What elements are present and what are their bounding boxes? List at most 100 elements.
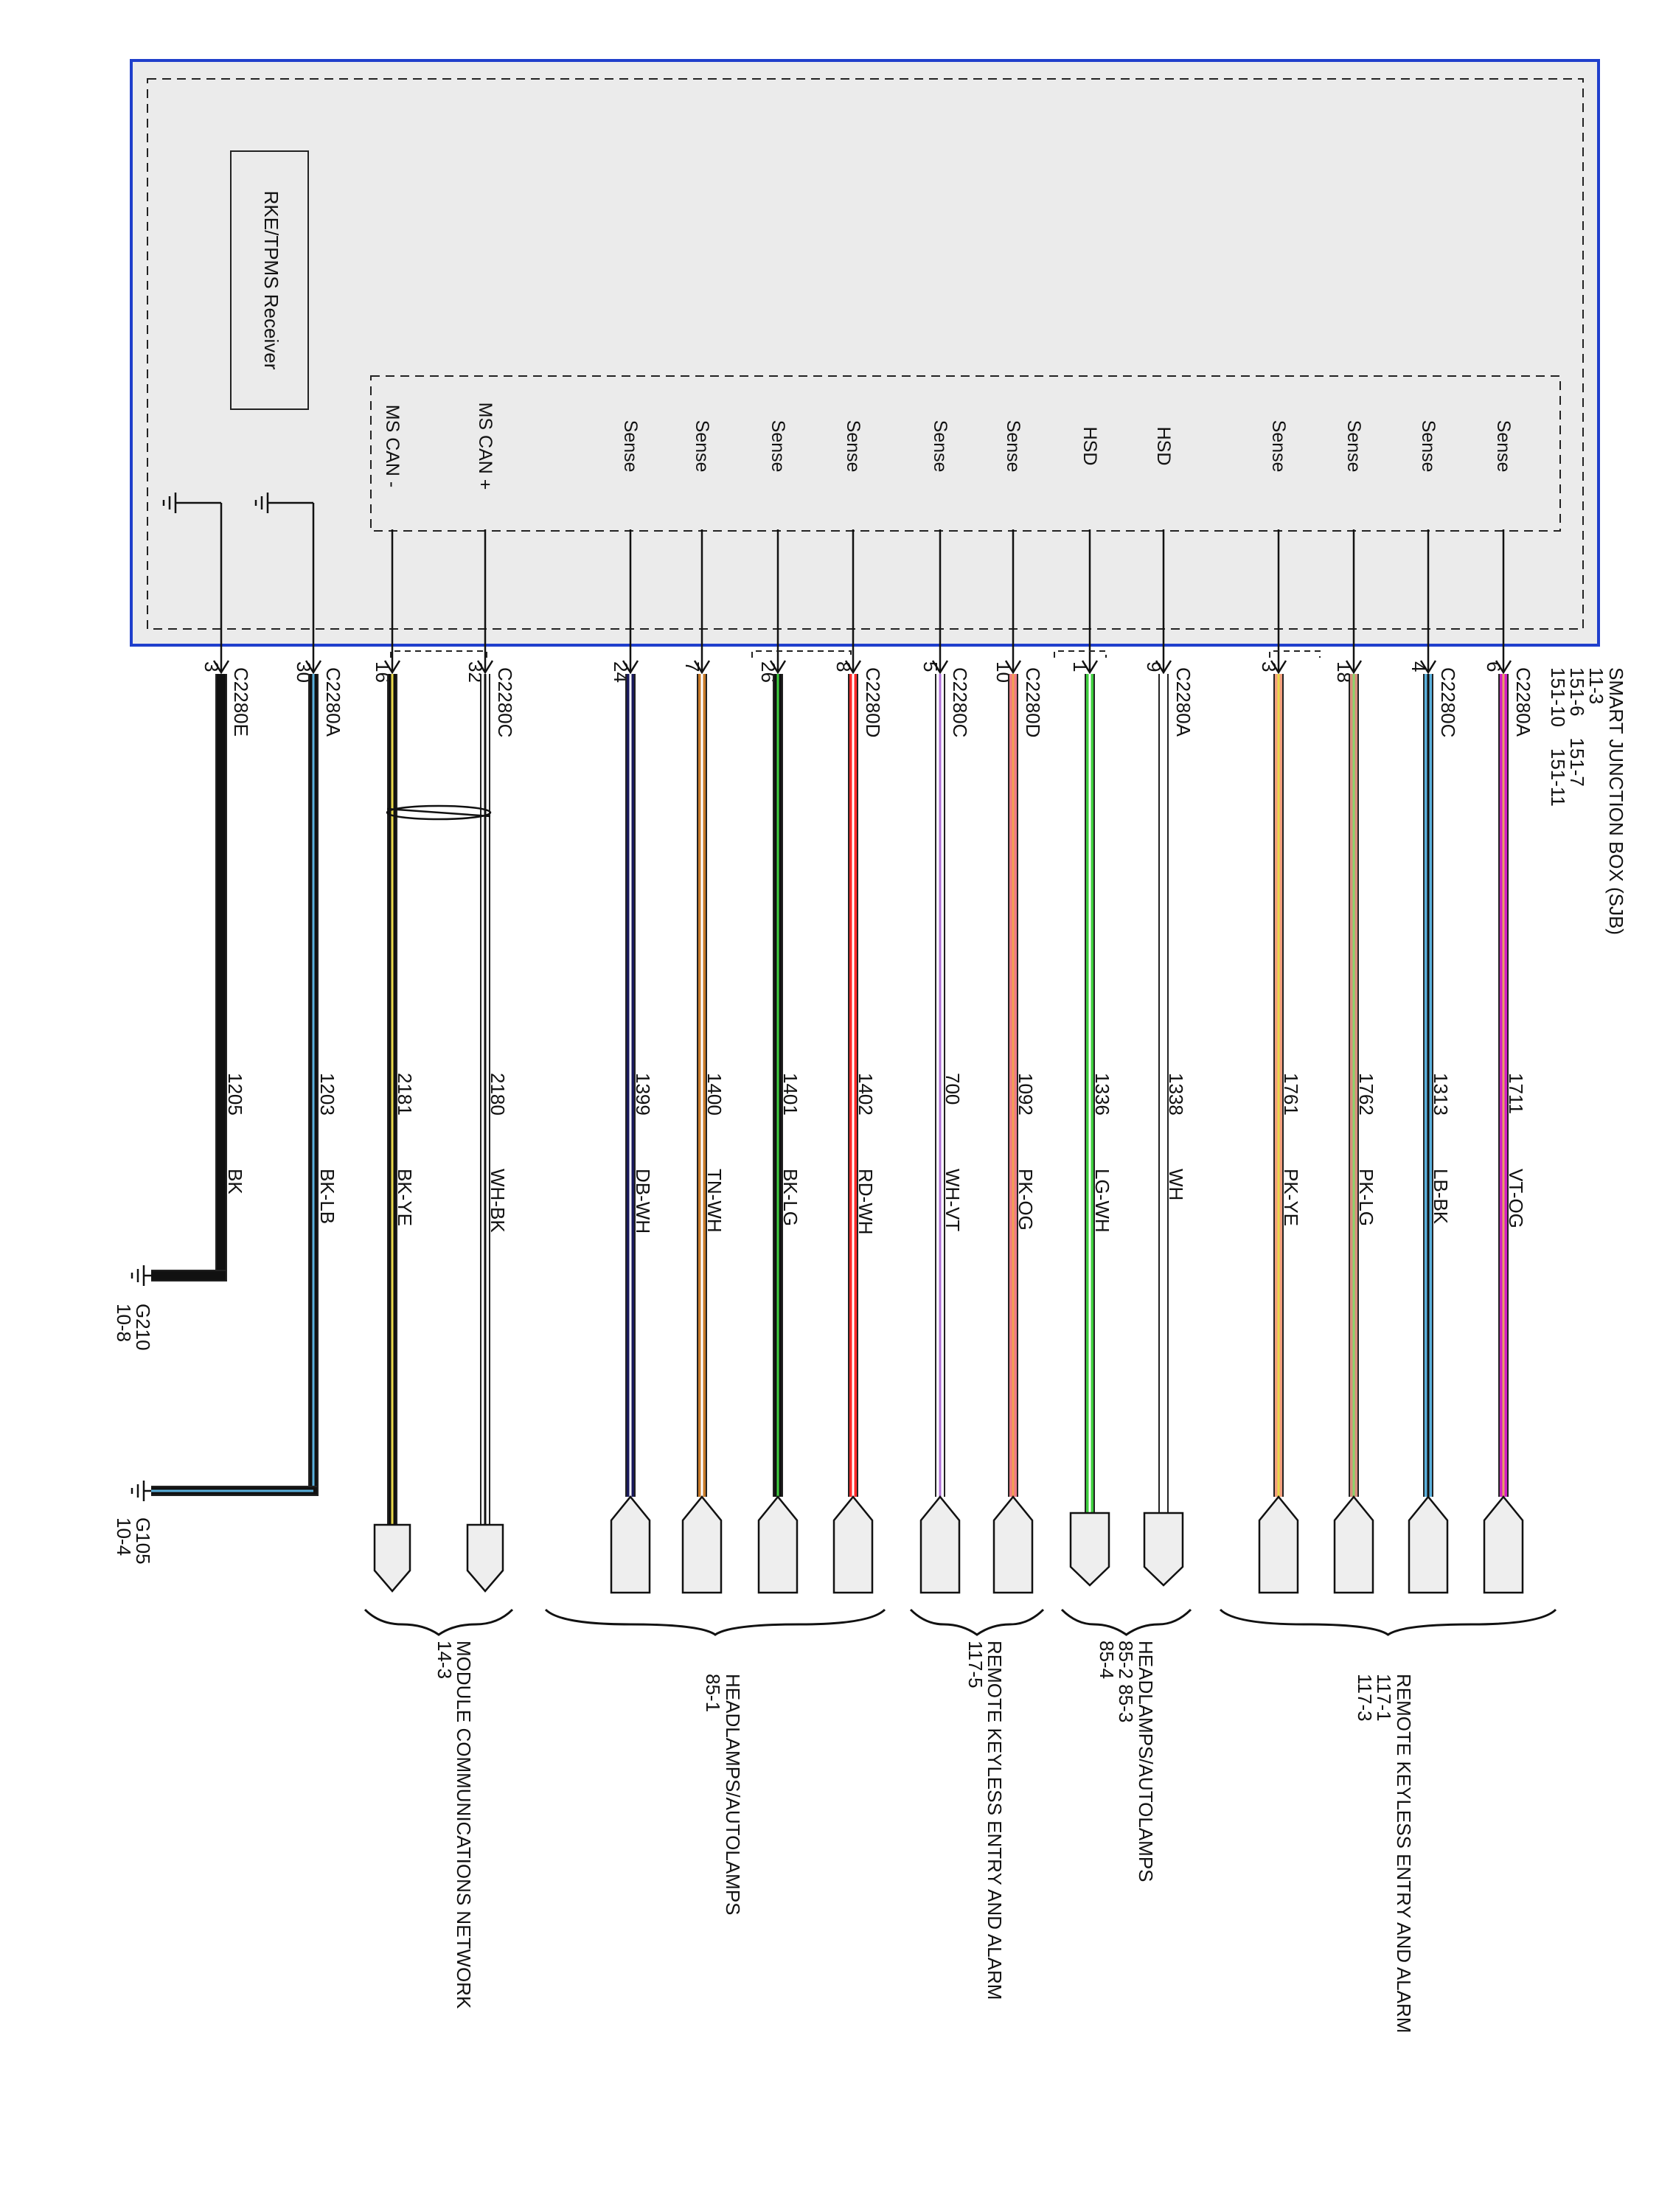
destination-ref: 85-1 (702, 1674, 724, 1712)
connector-label: C2280C (949, 667, 971, 737)
destination-title: MODULE COMMUNICATIONS NETWORK (453, 1641, 475, 2009)
pin-number: 4 (1408, 661, 1430, 672)
circuit-number: 1711 (1505, 1073, 1527, 1114)
circuit-number: 1203 (316, 1073, 338, 1116)
wire (215, 674, 227, 1276)
ground-label: G105 (132, 1517, 154, 1565)
module-outline (130, 59, 1600, 647)
color-code: BK-LB (316, 1169, 338, 1224)
pin-label: HSD (1153, 427, 1174, 466)
pin-label: Sense (843, 420, 863, 473)
wire (1349, 674, 1359, 1497)
connector-group-bracket (751, 650, 852, 658)
terminal-symbol (1408, 1495, 1449, 1594)
circuit-number: 2180 (487, 1073, 509, 1116)
wire (935, 674, 945, 1497)
brace (1060, 1608, 1192, 1636)
terminal-symbol (1258, 1495, 1299, 1594)
terminal-symbol (681, 1495, 723, 1594)
pin-label: Sense (1003, 420, 1023, 473)
pin-number: 9 (1143, 661, 1165, 672)
wire (387, 674, 397, 1525)
brace (909, 1608, 1045, 1636)
destination-ref: 117-5 (964, 1641, 987, 1688)
destination-title: REMOTE KEYLESS ENTRY AND ALARM (984, 1641, 1006, 2000)
circuit-number: 1092 (1015, 1073, 1037, 1116)
wire (773, 674, 783, 1497)
circuit-number: 1762 (1355, 1073, 1377, 1116)
wires: SenseC2280A61711VT-OGSenseC2280C41313LB-… (372, 403, 1534, 1594)
circuit-number: 1761 (1280, 1073, 1302, 1116)
wire (1423, 674, 1433, 1497)
ground-label: G210 (132, 1304, 154, 1351)
pin-label: Sense (1268, 420, 1289, 473)
destination-title: HEADLAMPS/AUTOLAMPS (722, 1674, 744, 1916)
rke-tpms-receiver-box (230, 150, 309, 410)
terminal-symbol (832, 1495, 874, 1594)
connector-group-bracket (390, 650, 487, 658)
wire (480, 674, 490, 1525)
terminal-symbol (1333, 1495, 1374, 1594)
color-code: PK-YE (1280, 1169, 1302, 1226)
color-code: WH-BK (487, 1169, 509, 1233)
pin-label: Sense (692, 420, 712, 473)
color-code: LG-WH (1091, 1169, 1113, 1233)
brace (364, 1608, 514, 1636)
module-ref-3: 151-10 151-11 (1547, 667, 1569, 807)
circuit-number: 1399 (632, 1073, 654, 1116)
pin-number: 7 (681, 661, 703, 672)
destination-ref: 117-3 (1354, 1674, 1376, 1722)
connector-label: C2280A (322, 667, 344, 737)
wire (1085, 674, 1095, 1513)
color-code: PK-LG (1355, 1169, 1377, 1226)
ground-ref: 10-8 (113, 1304, 135, 1342)
color-code: WH-VT (942, 1169, 964, 1231)
pin-number: 8 (832, 661, 855, 672)
brace (1219, 1608, 1557, 1636)
module-ref-2: 151-6 151-7 (1566, 667, 1588, 787)
connector-label: C2280A (1512, 667, 1534, 737)
circuit-number: 1400 (703, 1073, 726, 1116)
connector-label: C2280E (230, 667, 252, 737)
module-ref-1: 11-3 (1585, 667, 1607, 704)
color-code: RD-WH (855, 1169, 877, 1235)
terminal-symbol (373, 1523, 411, 1593)
connector-label: C2280D (1022, 667, 1044, 737)
terminal-symbol (919, 1495, 961, 1594)
terminal-symbol (1483, 1495, 1524, 1594)
color-code: TN-WH (703, 1169, 726, 1233)
destination-ref: 85-2 85-3 (1115, 1641, 1137, 1722)
pin-label: Sense (930, 420, 950, 473)
color-code: DB-WH (632, 1169, 654, 1234)
pin-group-dashed (370, 375, 1561, 532)
color-code: BK-YE (394, 1169, 416, 1226)
pin-number: 3 (1258, 661, 1280, 672)
terminal-symbol (992, 1495, 1034, 1594)
circuit-number: 2181 (394, 1073, 416, 1116)
wire (697, 674, 707, 1497)
color-code: BK (224, 1169, 246, 1194)
terminal-symbol (1143, 1512, 1184, 1587)
circuit-number: 700 (942, 1073, 964, 1105)
color-code: WH (1165, 1169, 1187, 1200)
module-title: SMART JUNCTION BOX (SJB) (1605, 667, 1627, 935)
pin-label: Sense (1418, 420, 1439, 473)
terminal-symbol (610, 1495, 651, 1594)
connector-label: C2280A (1172, 667, 1194, 737)
connector-group-bracket (1054, 650, 1107, 658)
